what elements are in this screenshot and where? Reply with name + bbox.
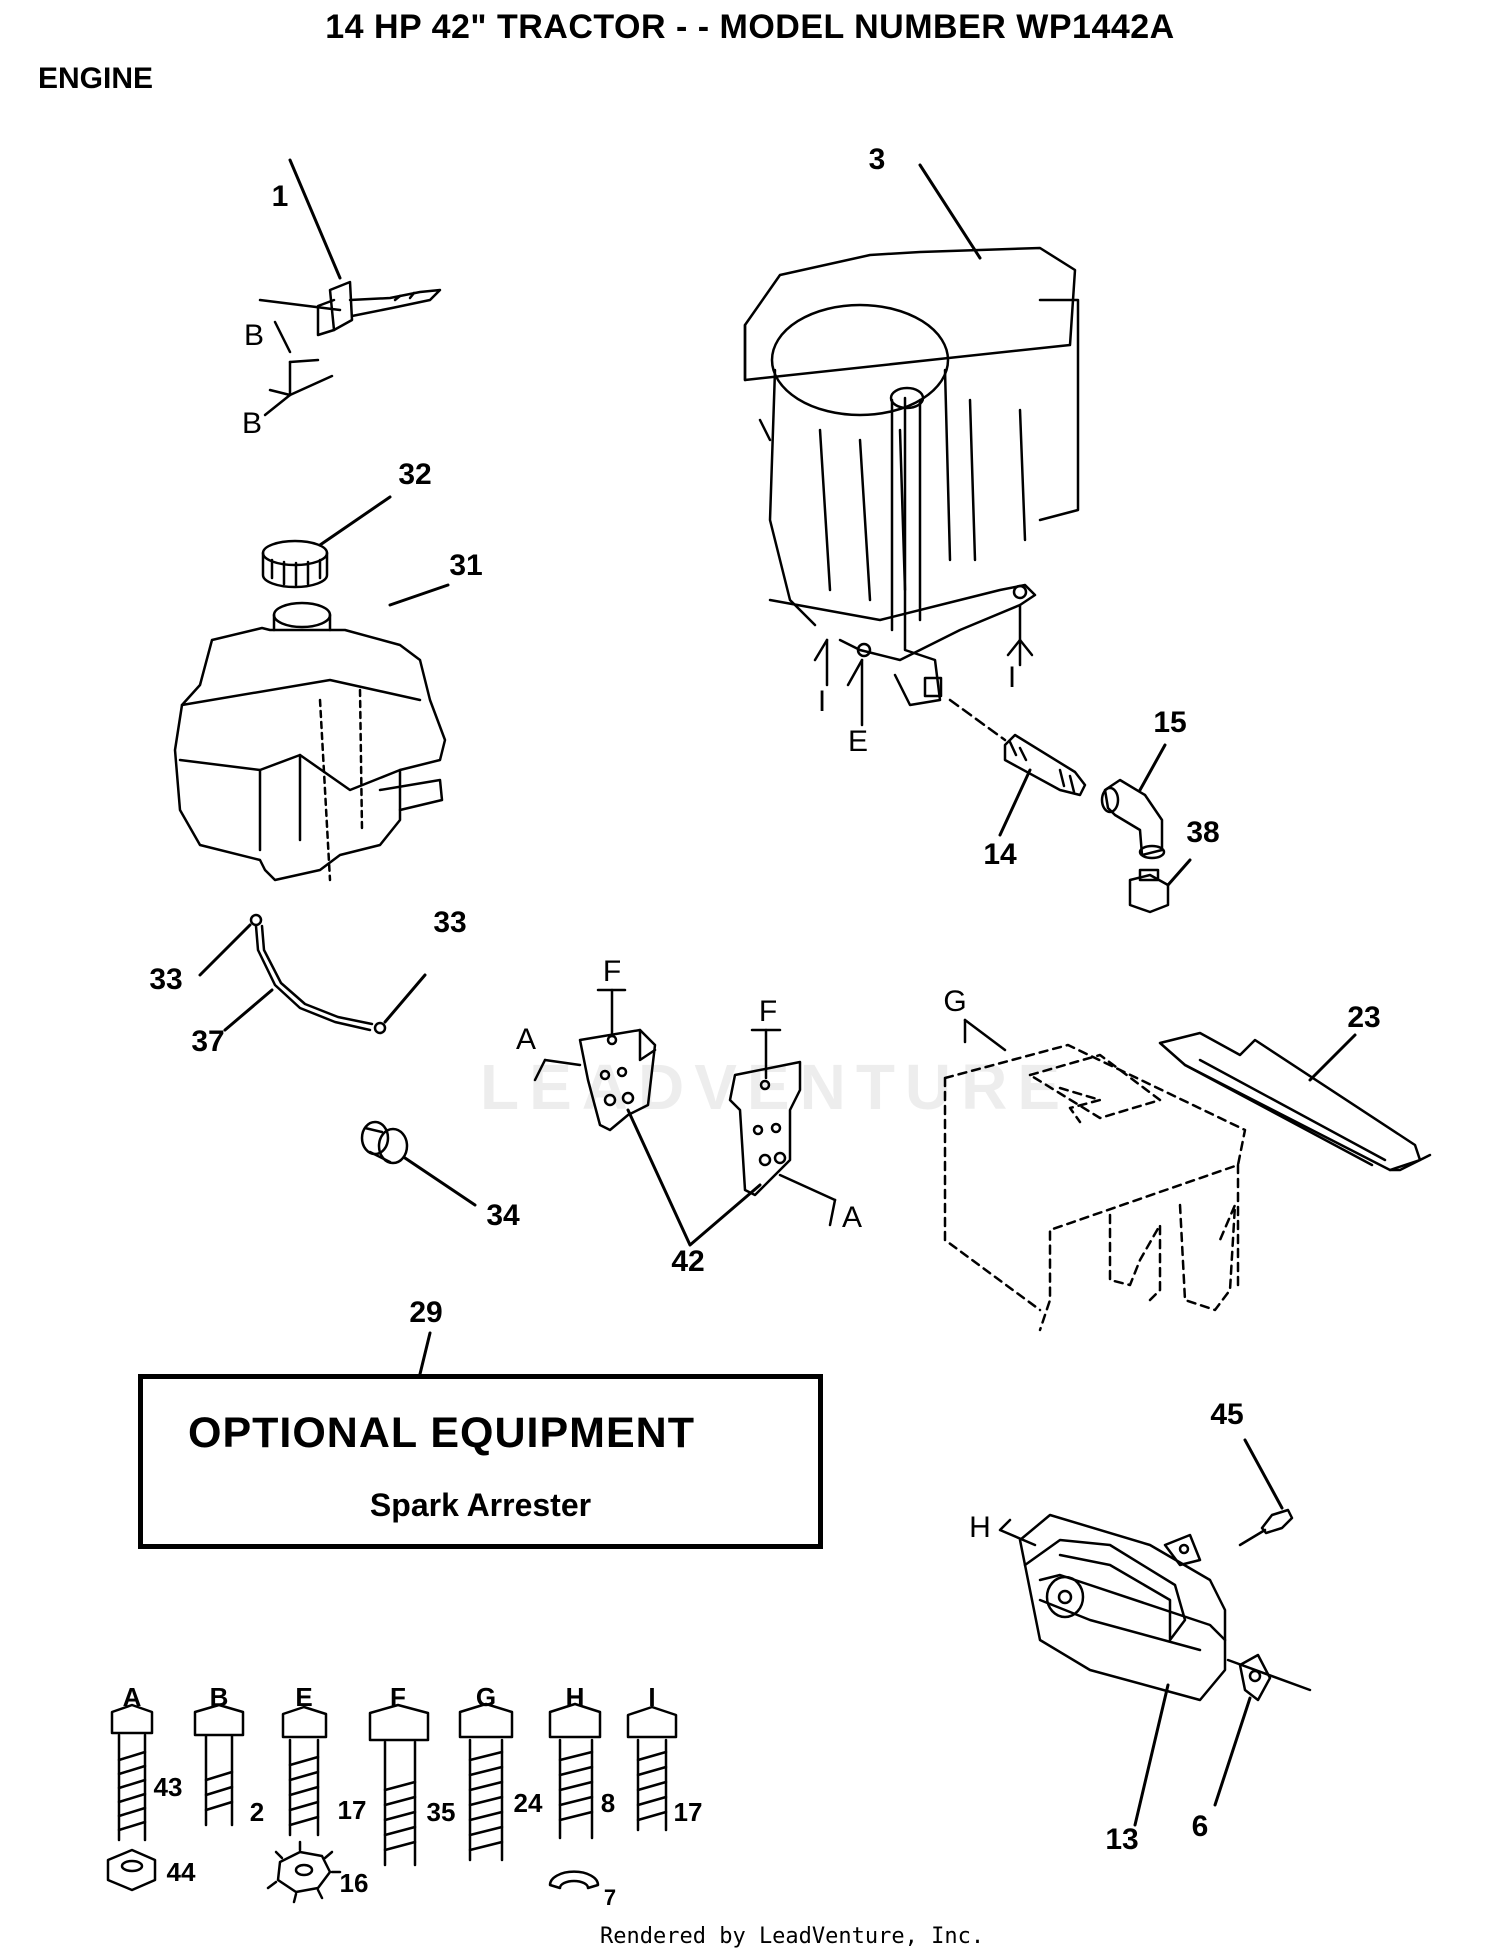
optional-equipment-item: Spark Arrester xyxy=(369,1487,592,1523)
plug-part xyxy=(1130,860,1190,912)
hardware-letter-g: G xyxy=(475,1682,497,1712)
watermark-text: LEADVENTURE xyxy=(480,1051,1071,1123)
footer-credit: Rendered by LeadVenture, Inc. xyxy=(600,1924,985,1949)
letter-b-lower: B xyxy=(241,407,263,440)
callout-14: 14 xyxy=(983,838,1017,871)
callout-23: 23 xyxy=(1347,1001,1381,1034)
letter-f-left: F xyxy=(602,955,622,988)
hardware-part-24: 24 xyxy=(513,1788,543,1818)
callout-29: 29 xyxy=(409,1296,443,1329)
hardware-part-17-i: 17 xyxy=(673,1797,703,1827)
hardware-part-2: 2 xyxy=(249,1797,265,1827)
callout-33-right: 33 xyxy=(433,906,467,939)
hardware-part-35: 35 xyxy=(426,1797,456,1827)
callout-37: 37 xyxy=(191,1025,225,1058)
callout-33-left: 33 xyxy=(149,963,183,996)
throttle-bracket-part xyxy=(260,160,440,415)
callout-15: 15 xyxy=(1153,706,1187,739)
bracket-part xyxy=(965,1020,1430,1170)
fuel-tank-part xyxy=(175,585,448,880)
hardware-part-8: 8 xyxy=(600,1788,616,1818)
hardware-letter-h: H xyxy=(565,1682,585,1712)
letter-b-upper: B xyxy=(243,319,265,352)
engine-mount-plates-part xyxy=(535,990,835,1245)
grommet-part xyxy=(362,1122,475,1205)
letter-i-left: I xyxy=(817,685,827,718)
hardware-part-44: 44 xyxy=(166,1857,196,1887)
callout-1: 1 xyxy=(271,180,289,213)
letter-h: H xyxy=(969,1511,991,1544)
callout-32: 32 xyxy=(398,458,432,491)
elbow-part xyxy=(1102,745,1165,858)
optional-equipment-box: OPTIONAL EQUIPMENT Spark Arrester xyxy=(138,1374,823,1549)
letter-e: E xyxy=(847,725,869,758)
engine-bolt-lines xyxy=(815,605,1032,740)
callout-31: 31 xyxy=(449,549,483,582)
hardware-letter-e: E xyxy=(295,1682,313,1712)
letter-g: G xyxy=(943,985,967,1018)
page-title: 14 HP 42" TRACTOR - - MODEL NUMBER WP144… xyxy=(325,8,1175,46)
fuel-cap-part xyxy=(263,497,390,587)
letter-f-right: F xyxy=(758,995,778,1028)
optional-box-leader xyxy=(420,1333,430,1374)
hardware-part-7: 7 xyxy=(603,1885,617,1910)
callout-34: 34 xyxy=(486,1199,520,1232)
fuel-line-part xyxy=(200,915,425,1033)
hardware-part-17-e: 17 xyxy=(337,1795,367,1825)
hardware-letter-b: B xyxy=(209,1682,229,1712)
hardware-letter-i: I xyxy=(648,1682,656,1712)
letter-a-left: A xyxy=(515,1023,537,1056)
callout-6: 6 xyxy=(1191,1810,1209,1843)
callout-42: 42 xyxy=(671,1245,705,1278)
letter-a-right: A xyxy=(841,1201,863,1234)
hardware-part-43: 43 xyxy=(153,1772,183,1802)
callout-13: 13 xyxy=(1105,1823,1139,1856)
engine-part xyxy=(745,165,1078,705)
callout-38: 38 xyxy=(1186,816,1220,849)
hardware-bolts xyxy=(108,1704,676,1902)
hardware-letter-a: A xyxy=(122,1682,142,1712)
letter-i-right: I xyxy=(1007,661,1017,694)
exhaust-pipe-part xyxy=(1000,735,1085,835)
muffler-part xyxy=(1000,1440,1310,1825)
section-label: ENGINE xyxy=(38,62,154,95)
hardware-part-16: 16 xyxy=(339,1868,369,1898)
hardware-letter-f: F xyxy=(390,1682,406,1712)
optional-equipment-heading: OPTIONAL EQUIPMENT xyxy=(188,1409,695,1457)
callout-3: 3 xyxy=(868,143,886,176)
frame-dashed xyxy=(945,1045,1245,1330)
callout-45: 45 xyxy=(1210,1398,1244,1431)
